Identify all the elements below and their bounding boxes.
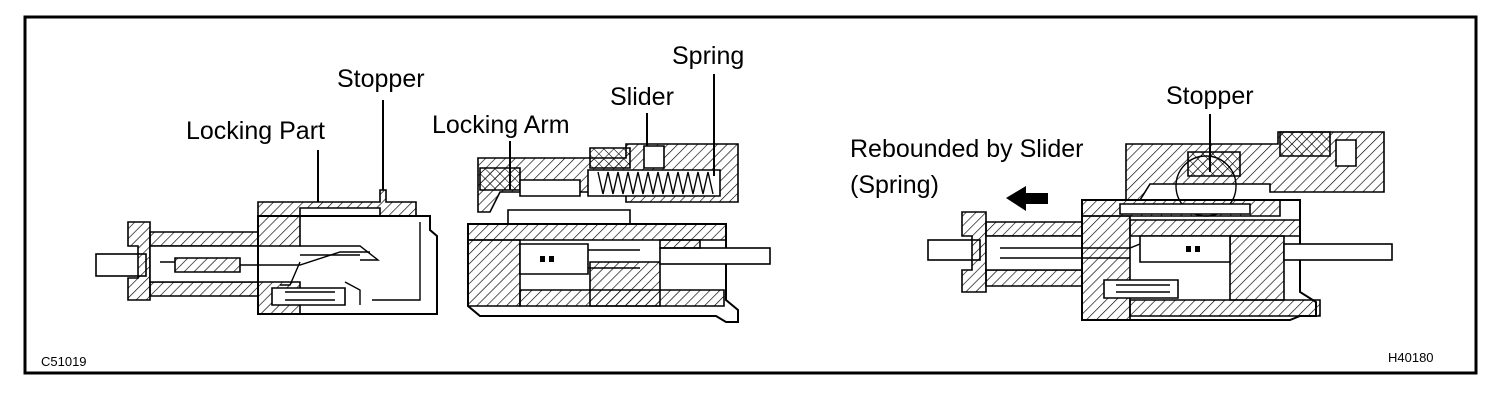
label-slider: Slider (610, 83, 674, 111)
label-stopper-left: Stopper (337, 65, 425, 93)
mated-connector-drawing (927, 131, 1393, 321)
label-locking-part: Locking Part (186, 117, 325, 145)
label-locking-arm: Locking Arm (432, 111, 570, 139)
label-stopper-right: Stopper (1166, 82, 1254, 110)
leader-lines (317, 74, 1211, 202)
label-spring: Spring (672, 42, 744, 70)
figure-code-right: H40180 (1388, 350, 1434, 365)
label-spring-paren: (Spring) (850, 171, 939, 199)
label-rebounded-by-slider: Rebounded by Slider (850, 135, 1084, 163)
figure-code-left: C51019 (41, 354, 87, 369)
female-connector-drawing (467, 143, 771, 323)
male-connector-drawing (95, 189, 438, 315)
rebound-arrow-icon (1006, 186, 1048, 211)
